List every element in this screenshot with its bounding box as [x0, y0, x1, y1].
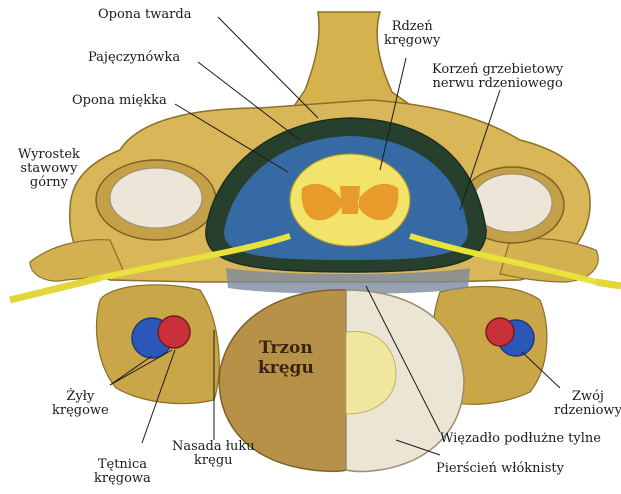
label-zyly-line1: Żyły [52, 390, 109, 404]
left-artery [158, 316, 190, 348]
right-artery [486, 318, 514, 346]
label-korzen-grzebietowy: Korzeń grzebietowy nerwu rdzeniowego [432, 63, 563, 91]
label-wiezadlo: Więzadło podłużne tylne [440, 432, 601, 446]
label-rdzen-line1: Rdzeń [384, 20, 440, 34]
label-tetnica-line1: Tętnica [94, 458, 151, 472]
label-nasada-line1: Nasada łuku [172, 440, 255, 454]
label-wyrostek-line1: Wyrostek [18, 148, 80, 162]
label-trzon-kregu: Trzon kręgu [258, 338, 314, 378]
label-korzen-line2: nerwu rdzeniowego [432, 77, 563, 91]
label-rdzen-kregowy: Rdzeń kręgowy [384, 20, 440, 48]
label-trzon-line1: Trzon [258, 338, 314, 358]
label-pajeczynowka: Pajęczynówka [88, 51, 180, 65]
label-zwoj-rdzeniowy: Zwój rdzeniowy [554, 390, 621, 418]
label-korzen-line1: Korzeń grzebietowy [432, 63, 563, 77]
label-nasada-luku: Nasada łuku kręgu [172, 440, 255, 468]
label-nasada-line2: kręgu [172, 454, 255, 468]
label-wyrostek-stawowy: Wyrostek stawowy górny [18, 148, 80, 190]
label-zwoj-line2: rdzeniowy [554, 404, 621, 418]
label-tetnica-line2: kręgowa [94, 472, 151, 486]
label-trzon-line2: kręgu [258, 358, 314, 378]
right-nerve-outer [596, 282, 621, 286]
label-zwoj-line1: Zwój [554, 390, 621, 404]
label-zyly-kregowe: Żyły kręgowe [52, 390, 109, 418]
label-pierscien-wloknisty: Pierścień włóknisty [436, 462, 564, 476]
left-articular-facet [110, 168, 202, 228]
label-wyrostek-line3: górny [18, 176, 80, 190]
label-tetnica-kregowa: Tętnica kręgowa [94, 458, 151, 486]
label-rdzen-line2: kręgowy [384, 34, 440, 48]
label-wyrostek-line2: stawowy [18, 162, 80, 176]
label-zyly-line2: kręgowe [52, 404, 109, 418]
label-opona-twarda: Opona twarda [98, 8, 191, 22]
label-opona-miekka: Opona miękka [72, 94, 167, 108]
